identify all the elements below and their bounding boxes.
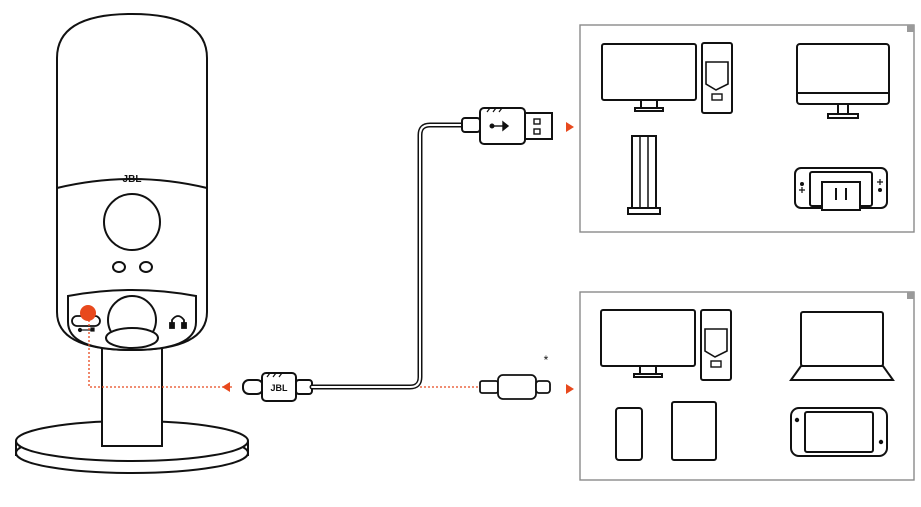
pc-tower-icon [701,42,733,114]
desktop-monitor-icon [601,43,697,112]
panel-corner-mark [907,292,914,299]
nintendo-switch-docked-icon [794,167,888,211]
imac-icon [796,43,890,119]
cable-inner [311,124,467,388]
tablet-icon [671,401,717,461]
stand-mount-inner [105,327,159,349]
nintendo-switch-handheld-icon [790,407,888,457]
cable-logo: JBL [270,383,288,393]
microphone [15,12,249,474]
footnote-marker: * [544,353,549,367]
usb-a-devices-panel [579,24,915,233]
usb-c-plug-optional [479,374,551,400]
mic-logo: JBL [123,174,142,185]
usb-icon [489,120,510,132]
usb-c-devices-panel [579,291,915,481]
mic-grill-line [56,178,208,189]
pc-tower-icon [700,309,732,381]
cable [309,122,469,390]
laptop-icon [789,311,895,381]
smartphone-icon [615,407,643,461]
arrow-right-icon [566,122,574,132]
monitor-button [139,261,153,273]
gain-knob [103,193,161,251]
arrow-right-icon [566,384,574,394]
cable-usb-c-plug [242,372,313,402]
game-console-icon [627,135,661,215]
mic-stem [101,337,163,447]
arrow-left-icon [222,382,230,392]
desktop-monitor-icon [600,309,696,378]
port-highlight [80,305,96,321]
headphone-icon [169,315,187,329]
usb-icon [77,327,95,333]
panel-corner-mark [907,25,914,32]
mute-button [112,261,126,273]
usb-a-plug [461,107,553,145]
mic-usb-c-port [71,305,101,333]
